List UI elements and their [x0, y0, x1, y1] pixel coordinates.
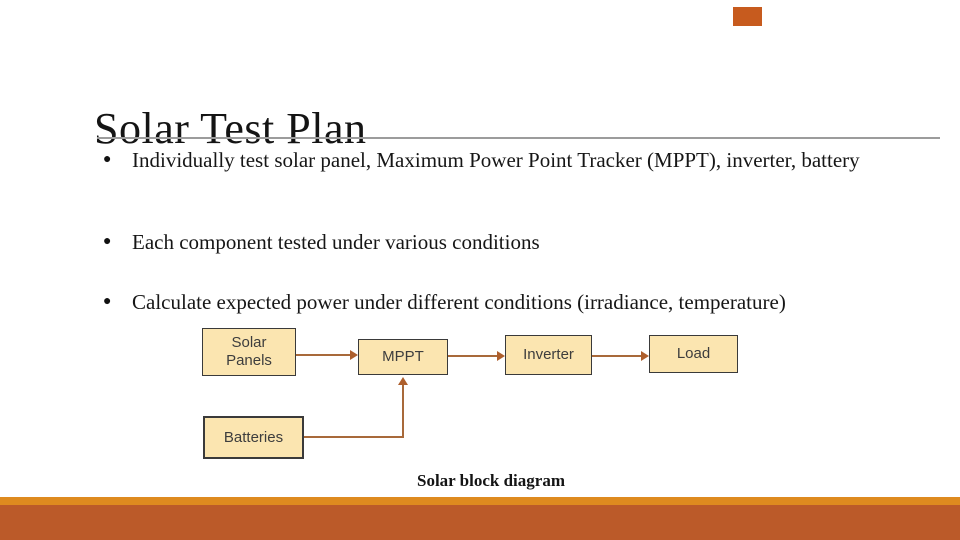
- bullet-icon: ●: [103, 294, 112, 309]
- block-label: Batteries: [223, 428, 284, 446]
- connector-inverter-load: [592, 355, 642, 357]
- diagram-block-solar-panels: Solar Panels: [202, 328, 296, 376]
- bullet-item-2: ● Each component tested under various co…: [103, 228, 914, 256]
- bullet-icon: ●: [103, 234, 112, 249]
- bullet-item-1: ● Individually test solar panel, Maximum…: [103, 146, 914, 174]
- bullet-text: Calculate expected power under different…: [132, 290, 786, 314]
- diagram-block-inverter: Inverter: [505, 335, 592, 375]
- arrowhead-right-icon: [497, 351, 505, 361]
- arrowhead-up-icon: [398, 377, 408, 385]
- block-label: Inverter: [523, 346, 574, 363]
- slide-accent-rect: [733, 7, 762, 26]
- bullet-item-3: ● Calculate expected power under differe…: [103, 288, 914, 316]
- bullet-text: Each component tested under various cond…: [132, 230, 540, 254]
- title-divider: [97, 137, 940, 139]
- bottom-accent-bar-orange: [0, 497, 960, 505]
- block-label: Solar Panels: [226, 334, 272, 369]
- connector-batteries-horizontal: [304, 436, 404, 438]
- connector-mppt-inverter: [448, 355, 498, 357]
- diagram-caption: Solar block diagram: [417, 471, 565, 490]
- arrowhead-right-icon: [641, 351, 649, 361]
- page-title: Solar Test Plan: [94, 104, 367, 154]
- bottom-accent-bar-rust: [0, 505, 960, 540]
- block-label: Load: [676, 345, 711, 362]
- diagram-block-batteries: Batteries: [203, 416, 304, 459]
- bullet-text: Individually test solar panel, Maximum P…: [132, 148, 860, 172]
- block-label: MPPT: [382, 348, 424, 365]
- diagram-block-load: Load: [649, 335, 738, 373]
- connector-solarpanels-mppt: [296, 354, 351, 356]
- connector-batteries-vertical: [402, 384, 404, 438]
- arrowhead-right-icon: [350, 350, 358, 360]
- diagram-block-mppt: MPPT: [358, 339, 448, 375]
- bullet-icon: ●: [103, 152, 112, 167]
